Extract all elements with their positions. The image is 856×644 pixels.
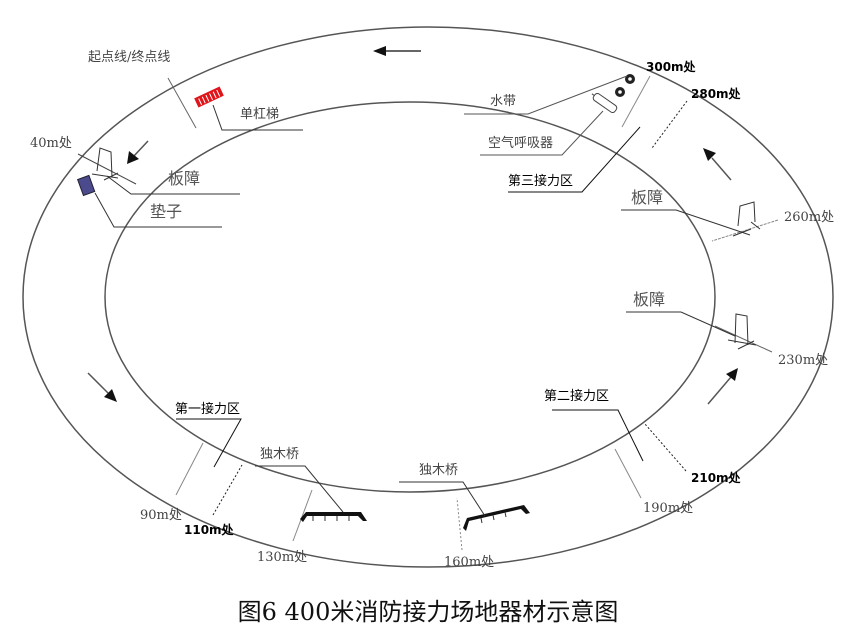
barrier-230m-label: 板障	[633, 290, 666, 309]
start-finish-label: 起点线/终点线	[88, 50, 171, 65]
zone-2-label: 第二接力区	[544, 389, 610, 404]
barrier-40m-label: 板障	[168, 169, 201, 188]
hose-icon	[615, 74, 635, 97]
marker-130m: 130m处	[257, 550, 308, 565]
arrow-up-right-icon	[707, 368, 738, 405]
leader-bridge-160m	[399, 481, 486, 517]
leader-hose	[464, 75, 628, 115]
arrow-left-icon	[373, 46, 421, 56]
marker-260m: 260m处	[784, 210, 835, 225]
line-40m	[77, 153, 137, 185]
figure-caption: 图6 400米消防接力场地器材示意图	[237, 598, 619, 626]
leader-barrier-260m	[621, 209, 751, 236]
line-300m	[621, 75, 651, 128]
marker-160m: 160m处	[444, 555, 495, 570]
zone-1-label: 第一接力区	[175, 402, 241, 417]
barrier-260m-label: 板障	[631, 188, 664, 207]
marker-40m: 40m处	[30, 136, 72, 151]
leader-zone-3	[508, 126, 641, 193]
zone-3-label: 第三接力区	[508, 174, 574, 189]
marker-230m: 230m处	[778, 353, 829, 368]
marker-90m: 90m处	[140, 508, 182, 523]
start-finish-line	[167, 77, 197, 129]
line-190m	[614, 448, 642, 499]
hose-label: 水带	[490, 94, 517, 109]
line-210m	[644, 423, 687, 472]
marker-110m: 110m处	[184, 523, 234, 537]
arrow-down-right-icon	[87, 372, 117, 402]
barrier-icon-40m	[91, 147, 119, 181]
arrow-up-left-icon	[703, 148, 732, 181]
barrier-icon-230m	[727, 313, 757, 350]
line-160m	[456, 497, 463, 551]
leader-zone-1	[176, 418, 242, 468]
leader-barrier-230m	[626, 311, 736, 337]
marker-280m: 280m处	[691, 87, 741, 101]
ladder-icon	[194, 86, 224, 108]
balance-beam-icon-160m	[463, 505, 530, 531]
mat-icon	[76, 174, 96, 197]
leader-zone-2	[552, 409, 644, 462]
line-280m	[651, 100, 688, 149]
line-130m	[292, 489, 313, 542]
bridge-130m-label: 独木桥	[260, 447, 300, 462]
leader-bridge-130m	[255, 465, 344, 513]
arrow-down-left-icon	[127, 140, 149, 164]
line-260m	[711, 219, 779, 242]
leader-mat	[94, 192, 222, 228]
marker-190m: 190m处	[643, 501, 694, 516]
air-cylinder-label: 空气呼吸器	[488, 136, 554, 151]
ladder-label: 单杠梯	[240, 107, 280, 122]
inner-track-line	[104, 101, 716, 493]
leader-ladder	[212, 104, 303, 131]
air-cylinder-icon	[591, 92, 618, 114]
leader-barrier-40m	[106, 175, 240, 195]
outer-track-line	[22, 26, 834, 568]
mat-label: 垫子	[150, 202, 183, 221]
line-110m	[212, 464, 243, 516]
balance-beam-icon-130m	[300, 512, 367, 522]
marker-210m: 210m处	[691, 471, 741, 485]
leader-air-cylinder	[480, 110, 604, 156]
line-230m	[714, 325, 773, 353]
line-90m	[175, 442, 204, 496]
bridge-160m-label: 独木桥	[419, 463, 459, 478]
marker-300m: 300m处	[646, 60, 696, 74]
